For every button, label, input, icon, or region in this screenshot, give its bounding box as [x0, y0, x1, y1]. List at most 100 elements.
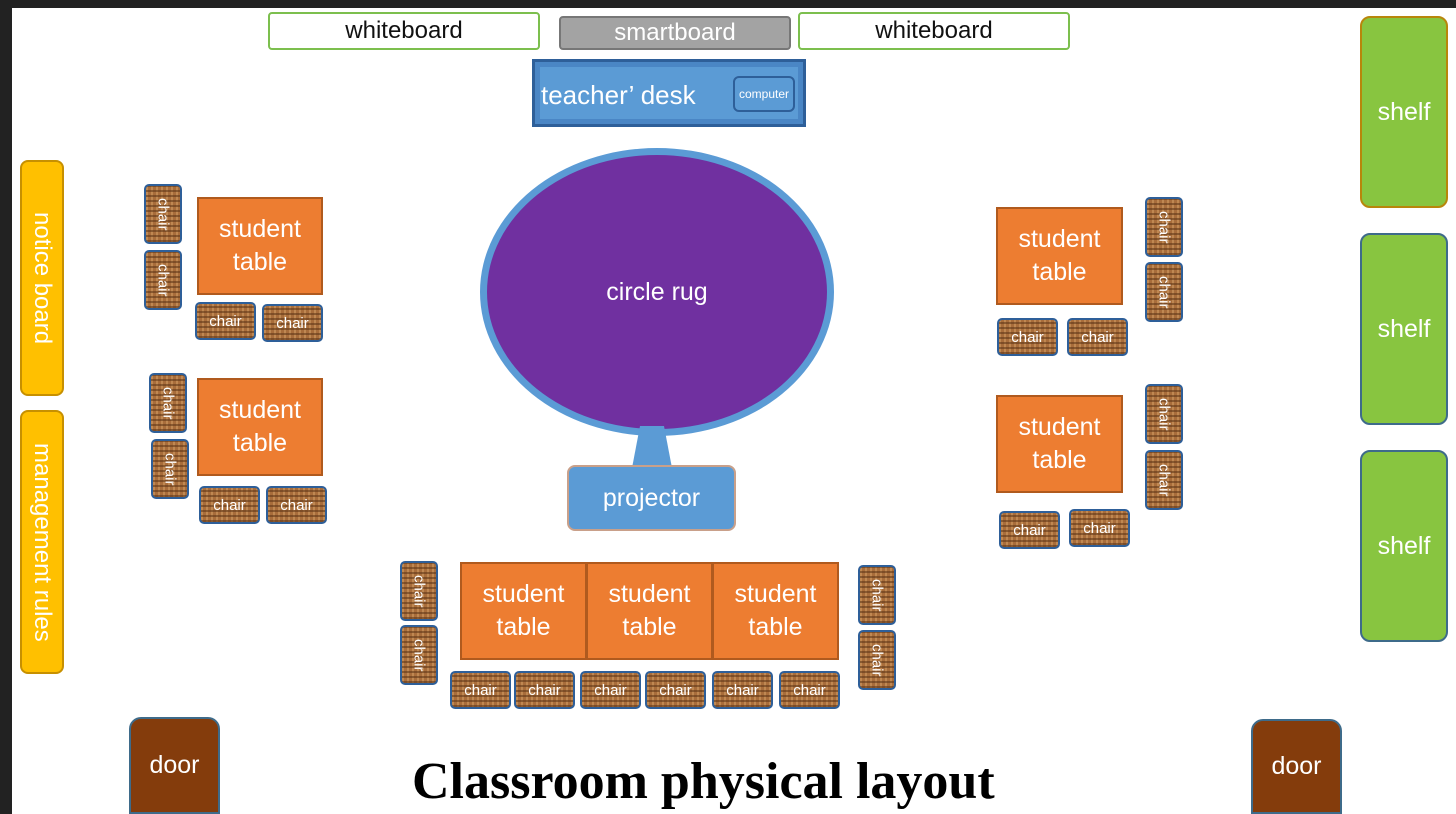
- student-table: student table: [197, 378, 323, 476]
- chair-label: chair: [159, 386, 177, 420]
- shelf-1-label: shelf: [1377, 97, 1431, 126]
- chair: chair: [514, 671, 575, 709]
- door-left: door: [129, 717, 220, 814]
- student-table: student table: [712, 562, 839, 660]
- computer-label: computer: [738, 87, 790, 101]
- chair-label: chair: [868, 578, 886, 612]
- chair-label: chair: [280, 496, 313, 514]
- chair: chair: [1145, 384, 1183, 444]
- chair-label: chair: [1083, 519, 1116, 537]
- student-table: student table: [996, 395, 1123, 493]
- chair-label: chair: [726, 681, 759, 699]
- student-table-label-line2: table: [232, 429, 288, 457]
- student-table-label-line2: table: [1032, 258, 1087, 286]
- chair-label: chair: [154, 263, 172, 297]
- management-rules-board: management rules: [20, 410, 64, 674]
- chair: chair: [149, 373, 187, 433]
- student-table-label-line2: table: [622, 613, 677, 641]
- student-table: student table: [996, 207, 1123, 305]
- projector: projector: [567, 465, 736, 531]
- shelf-3-label: shelf: [1377, 531, 1431, 560]
- chair: chair: [151, 439, 189, 499]
- chair-label: chair: [793, 681, 826, 699]
- chair: chair: [779, 671, 840, 709]
- chair: chair: [262, 304, 323, 342]
- chair-label: chair: [594, 681, 627, 699]
- teacher-desk: teacher’ desk computer: [532, 59, 806, 127]
- shelf-1: shelf: [1360, 16, 1448, 208]
- chair: chair: [450, 671, 511, 709]
- shelf-2-label: shelf: [1377, 314, 1431, 343]
- chair: chair: [400, 561, 438, 621]
- chair: chair: [997, 318, 1058, 356]
- student-table: student table: [460, 562, 587, 660]
- notice-board: notice board: [20, 160, 64, 396]
- chair-label: chair: [1155, 275, 1173, 309]
- door-left-label: door: [149, 751, 200, 779]
- chair: chair: [645, 671, 706, 709]
- chair: chair: [1067, 318, 1128, 356]
- chair-label: chair: [161, 452, 179, 486]
- student-table-label-line1: student: [218, 396, 301, 424]
- student-table-label-line2: table: [496, 613, 551, 641]
- classroom-canvas: whiteboard smartboard whiteboard teacher…: [12, 8, 1456, 814]
- whiteboard-left: whiteboard: [268, 12, 540, 50]
- student-table: student table: [586, 562, 713, 660]
- projector-label: projector: [602, 483, 701, 512]
- chair: chair: [144, 184, 182, 244]
- chair-label: chair: [213, 496, 246, 514]
- student-table-label-line2: table: [748, 613, 803, 641]
- shelf-2: shelf: [1360, 233, 1448, 425]
- chair-label: chair: [1155, 397, 1173, 431]
- student-table-label-line2: table: [1032, 446, 1087, 474]
- student-table-label-line2: table: [232, 248, 288, 276]
- student-table-label-line1: student: [608, 580, 691, 608]
- chair-label: chair: [1081, 328, 1114, 346]
- smartboard: smartboard: [559, 16, 791, 50]
- chair-label: chair: [868, 643, 886, 677]
- chair: chair: [712, 671, 773, 709]
- chair: chair: [266, 486, 327, 524]
- projector-beam: [632, 426, 672, 468]
- chair-label: chair: [659, 681, 692, 699]
- chair: chair: [144, 250, 182, 310]
- page-title: Classroom physical layout: [412, 753, 995, 810]
- computer: computer: [733, 76, 795, 112]
- chair: chair: [1145, 197, 1183, 257]
- student-table-label-line1: student: [1018, 413, 1101, 441]
- whiteboard-left-label: whiteboard: [345, 17, 463, 44]
- chair-label: chair: [410, 638, 428, 672]
- chair: chair: [1145, 450, 1183, 510]
- chair: chair: [1069, 509, 1130, 547]
- chair-label: chair: [1155, 210, 1173, 244]
- chair: chair: [858, 565, 896, 625]
- teacher-desk-label: teacher’ desk: [541, 80, 696, 110]
- chair-label: chair: [1011, 328, 1044, 346]
- smartboard-label: smartboard: [614, 19, 736, 46]
- chair: chair: [999, 511, 1060, 549]
- notice-board-label: notice board: [29, 211, 56, 345]
- chair-label: chair: [1013, 521, 1046, 539]
- circle-rug-label: circle rug: [606, 277, 708, 306]
- chair-label: chair: [410, 574, 428, 608]
- chair: chair: [580, 671, 641, 709]
- chair-label: chair: [209, 312, 242, 330]
- shelf-3: shelf: [1360, 450, 1448, 642]
- student-table-label-line1: student: [218, 215, 301, 243]
- whiteboard-right-label: whiteboard: [875, 17, 993, 44]
- student-table: student table: [197, 197, 323, 295]
- chair-label: chair: [464, 681, 497, 699]
- student-table-label-line1: student: [734, 580, 817, 608]
- student-table-label-line1: student: [1018, 225, 1101, 253]
- whiteboard-right: whiteboard: [798, 12, 1070, 50]
- chair: chair: [195, 302, 256, 340]
- chair: chair: [858, 630, 896, 690]
- chair-label: chair: [154, 197, 172, 231]
- chair: chair: [400, 625, 438, 685]
- door-right: door: [1251, 719, 1342, 814]
- chair: chair: [199, 486, 260, 524]
- chair-label: chair: [1155, 463, 1173, 497]
- student-table-label-line1: student: [482, 580, 565, 608]
- door-right-label: door: [1271, 752, 1322, 780]
- chair: chair: [1145, 262, 1183, 322]
